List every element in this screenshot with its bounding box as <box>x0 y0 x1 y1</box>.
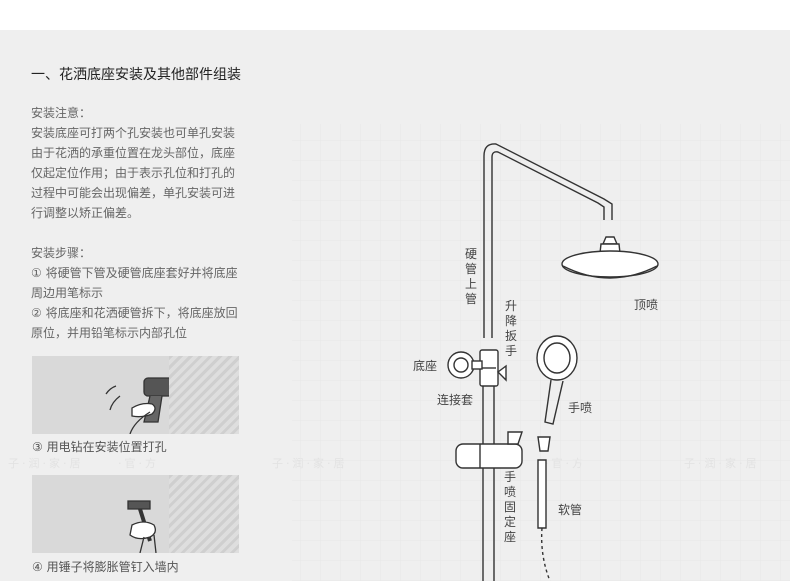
drilling-photo <box>32 356 239 434</box>
install-notes: 安装注意： 安装底座可打两个孔安装也可单孔安装 由于花洒的承重位置在龙头部位，底… <box>31 103 235 223</box>
hose-fitting <box>537 436 551 452</box>
label-connector: 连接套 <box>437 393 474 407</box>
notes-line: 仅起定位作用；由于表示孔位和打孔的 <box>31 166 236 180</box>
upper-pipe <box>483 143 613 338</box>
label-hand-shower: 手喷 <box>568 401 593 415</box>
notes-line: 行调整以矫正偏差。 <box>31 206 140 220</box>
label-hose: 软管 <box>558 503 583 517</box>
top-spray-head <box>601 236 619 245</box>
notes-heading: 安装注意： <box>31 106 92 120</box>
install-steps: 安装步骤： ① 将硬管下管及硬管底座套好并将底座 周边用笔标示 ② 将底座和花洒… <box>31 243 238 343</box>
top-band <box>0 0 790 30</box>
label-base: 底座 <box>413 359 438 373</box>
step4-caption: ④ 用锤子将膨胀管钉入墙内 <box>32 560 179 574</box>
hose <box>537 459 547 529</box>
lift-knob <box>496 364 507 382</box>
label-upper-pipe: 硬管上管 <box>464 247 477 306</box>
steps-line: ② 将底座和花洒硬管拆下，将底座放回 <box>31 306 238 320</box>
notes-line: 安装底座可打两个孔安装也可单孔安装 <box>31 126 236 140</box>
label-hand-holder: 手喷固定座 <box>503 470 516 544</box>
steps-heading: 安装步骤： <box>31 246 92 260</box>
notes-line: 由于花洒的承重位置在龙头部位，底座 <box>31 146 236 160</box>
steps-line: ① 将硬管下管及硬管底座套好并将底座 <box>31 266 238 280</box>
hammer-photo <box>32 475 239 553</box>
section-title: 一、花洒底座安装及其他部件组装 <box>31 67 241 83</box>
wall-texture <box>169 475 239 553</box>
hand-shower <box>536 335 578 425</box>
wall-texture <box>169 356 239 434</box>
label-top-spray: 顶喷 <box>634 298 659 312</box>
wall-base <box>447 351 483 379</box>
step3-caption: ③ 用电钻在安装位置打孔 <box>32 440 167 454</box>
steps-line: 周边用笔标示 <box>31 286 104 300</box>
steps-line: 原位，并用铅笔标示内部孔位 <box>31 326 188 340</box>
notes-line: 过程中可能会出现偏差，单孔安装可进 <box>31 186 236 200</box>
label-lift-slider: 升降扳手 <box>504 299 517 358</box>
lower-pipe <box>482 364 495 581</box>
hand-shower-holder <box>455 431 523 469</box>
